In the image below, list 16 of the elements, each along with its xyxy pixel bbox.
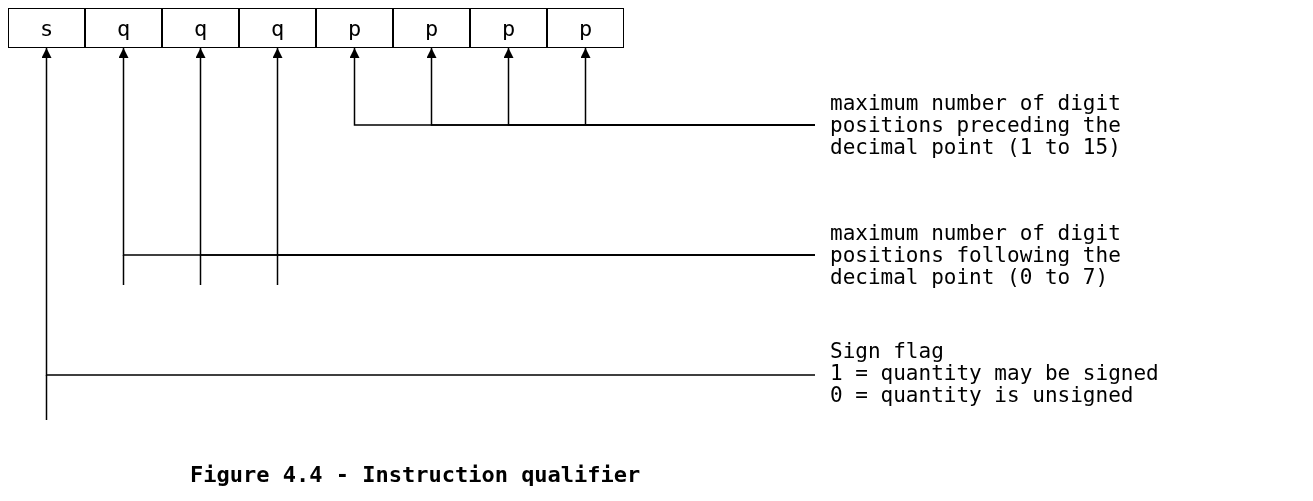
bit-field-cell: q: [239, 8, 316, 48]
bit-field-cell: p: [316, 8, 393, 48]
bit-field-cell: p: [547, 8, 624, 48]
field-description: 1 = quantity may be signed: [830, 362, 1159, 384]
field-description: maximum number of digit positions following the decimal point (0 to 7): [830, 222, 1150, 288]
field-description: 0 = quantity is unsigned: [830, 384, 1134, 406]
bit-field-cell: p: [393, 8, 470, 48]
bit-field-cell: p: [470, 8, 547, 48]
leader-arrow: [41, 47, 816, 376]
bit-field-cell: s: [8, 8, 85, 48]
bit-field-cell: q: [85, 8, 162, 48]
figure-caption: Figure 4.4 - Instruction qualifier: [190, 462, 641, 487]
field-heading: Sign flag: [830, 340, 945, 362]
bit-field-cell: q: [162, 8, 239, 48]
field-description: maximum number of digit positions preceding the decimal point (1 to 15): [830, 92, 1150, 158]
leader-arrow: [580, 47, 816, 126]
